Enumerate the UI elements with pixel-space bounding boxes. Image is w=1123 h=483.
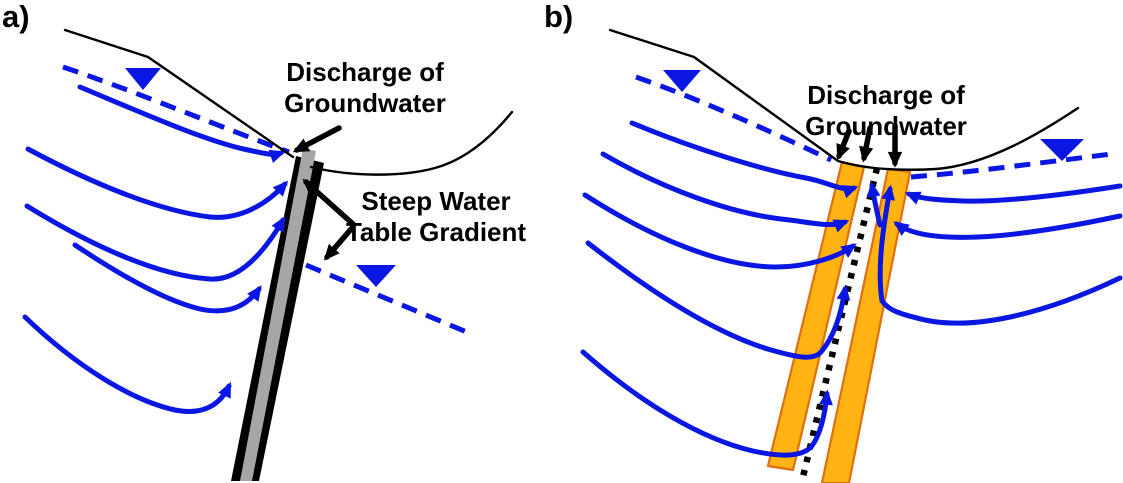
flow-line (582, 192, 857, 270)
flow-line (24, 203, 286, 282)
flow-line (904, 183, 1123, 205)
panel-b-drawing (580, 28, 1123, 483)
annotation-line: Discharge of (286, 57, 444, 87)
terrain-line (309, 110, 514, 176)
flow-line (72, 242, 262, 314)
annotation-line: Table Gradient (345, 217, 527, 247)
water-table-dashed-line-right (910, 151, 1113, 180)
flow-line-into-conduit (880, 275, 1123, 326)
steep-gradient-leader-arrow (302, 178, 356, 227)
water-table-marker-icon (125, 68, 161, 90)
flow-line-into-conduit (585, 240, 851, 360)
discharge-annotation-a: Discharge of Groundwater (284, 57, 446, 119)
water-table-marker-icon (1040, 139, 1084, 161)
discharge-arrow (836, 128, 852, 161)
annotation-line: Groundwater (805, 111, 967, 141)
flow-line (22, 314, 232, 414)
terrain-line (63, 28, 295, 159)
water-table-marker-icon (663, 70, 701, 92)
fault-conduit-band (820, 167, 912, 483)
water-table-dashed-line-left (635, 74, 833, 163)
annotation-line: Groundwater (284, 88, 446, 118)
flow-line (629, 120, 859, 199)
water-table-dashed-line-upgradient (62, 64, 290, 155)
steep-gradient-annotation: Steep Water Table Gradient (346, 186, 526, 248)
panel-a-drawing (22, 28, 514, 481)
upward-flow-arrow (877, 184, 895, 304)
water-table-marker-icon (356, 265, 396, 287)
panel-b-label: b) (544, 0, 574, 34)
annotation-line: Discharge of (807, 80, 965, 110)
flow-line (25, 146, 289, 220)
water-table-dashed-line-downgradient (305, 262, 470, 336)
panel-a-label: a) (2, 0, 30, 34)
discharge-arrow (859, 125, 874, 163)
terrain-line (608, 28, 1080, 171)
annotation-line: Steep Water (361, 186, 511, 216)
flow-line (600, 151, 850, 233)
discharge-leader-arrow (292, 125, 342, 153)
flow-line-into-conduit (580, 349, 833, 458)
steep-gradient-leader-arrow (323, 225, 355, 261)
fault-barrier-gray-core (240, 148, 316, 481)
flow-line (893, 213, 1123, 240)
flow-line (77, 84, 286, 163)
upward-flow-arrow (866, 181, 883, 228)
discharge-annotation-b: Discharge of Groundwater (805, 80, 967, 142)
